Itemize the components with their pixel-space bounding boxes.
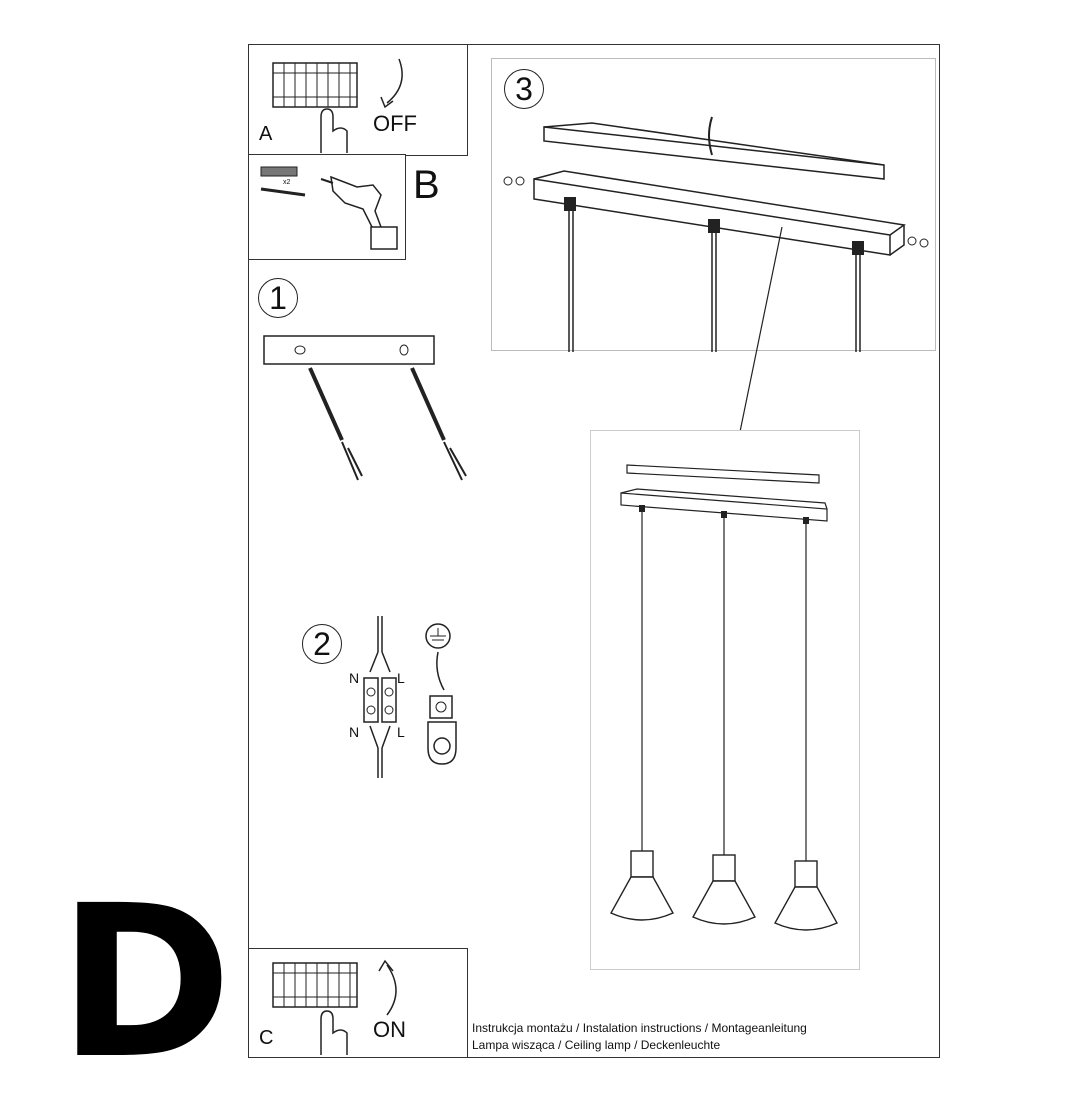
step-1-number: 1 xyxy=(258,278,298,318)
panel-a-letter: A xyxy=(259,123,273,145)
breaker-on-illustration xyxy=(272,959,397,1055)
panel-step-3: 3 xyxy=(491,58,936,352)
panel-c-action: ON xyxy=(373,1017,406,1042)
wire-n-top: N xyxy=(349,670,360,686)
assembled-lamp-illustration xyxy=(610,464,838,931)
wire-l-bottom: L xyxy=(397,724,405,740)
breaker-off-illustration xyxy=(272,58,403,153)
panel-c-letter: C xyxy=(259,1027,274,1049)
panel-c: C ON xyxy=(248,948,468,1058)
tools-illustration xyxy=(260,166,398,250)
panel-b-qty: x2 xyxy=(283,179,291,186)
step-2-wiring-illustration xyxy=(363,616,457,778)
panel-assembled-lamp xyxy=(590,430,860,970)
wire-l-top: L xyxy=(397,670,405,686)
panel-a-action: OFF xyxy=(373,111,417,136)
wire-n-bottom: N xyxy=(349,724,360,740)
step-3-number: 3 xyxy=(504,69,544,109)
caption-line-1: Instrukcja montażu / Instalation instruc… xyxy=(472,1021,807,1035)
canopy-detail-illustration xyxy=(503,116,929,352)
panel-b-letter: B xyxy=(413,163,440,207)
panel-b: x2 B xyxy=(248,154,440,260)
panel-a: A OFF xyxy=(248,44,468,156)
page-letter: D xyxy=(58,860,233,1105)
caption-line-2: Lampa wisząca / Ceiling lamp / Deckenleu… xyxy=(472,1038,721,1052)
instruction-sheet xyxy=(248,44,940,1058)
step-1-drilling-illustration xyxy=(263,335,467,481)
step-2-number: 2 xyxy=(302,624,342,664)
